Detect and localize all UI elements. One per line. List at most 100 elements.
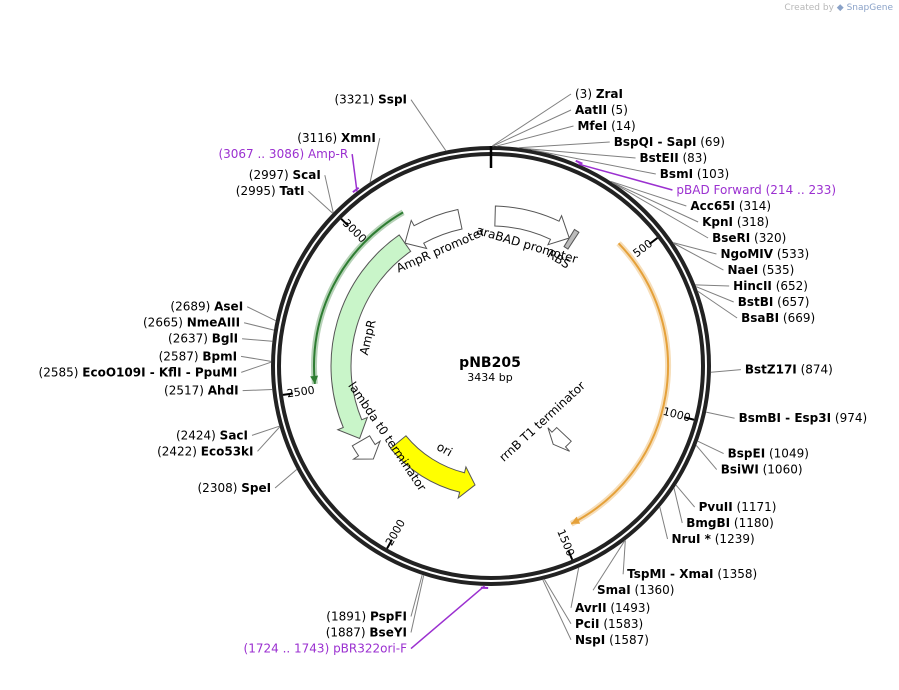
- leader-line: [695, 444, 718, 470]
- site-label[interactable]: (1887) BseYI: [326, 626, 407, 640]
- tick-500: [648, 237, 659, 245]
- feature-label: ori: [434, 439, 454, 459]
- label-part: (2585): [39, 365, 83, 379]
- leader-line: [622, 540, 626, 575]
- site-label[interactable]: BstEII (83): [640, 151, 708, 165]
- site-label[interactable]: NaeI (535): [727, 263, 794, 277]
- site-label[interactable]: KpnI (318): [702, 215, 769, 229]
- site-label[interactable]: MfeI (14): [577, 119, 635, 133]
- tick-label-500: 500: [631, 237, 656, 260]
- snapgene-credit: Created by ◆ SnapGene: [784, 3, 893, 13]
- site-label[interactable]: (2308) SpeI: [198, 481, 272, 495]
- site-label[interactable]: NruI * (1239): [672, 532, 755, 546]
- label-part: NruI *: [672, 532, 712, 546]
- site-label[interactable]: (2424) SacI: [176, 428, 248, 442]
- site-label[interactable]: (2517) AhdI: [164, 384, 239, 398]
- leader-line: [240, 355, 272, 362]
- site-label[interactable]: PvuII (1171): [699, 500, 777, 514]
- leader-line: [610, 180, 687, 207]
- label-part: MfeI: [577, 119, 607, 133]
- leader-line: [524, 148, 636, 159]
- site-label[interactable]: (2689) AseI: [170, 300, 243, 314]
- site-label[interactable]: BsmBI - Esp3I (974): [739, 411, 868, 425]
- feature-label: rrnB T1 terminator: [496, 378, 588, 464]
- label-part: BspEI: [728, 447, 766, 461]
- leader-line: [242, 338, 273, 342]
- label-part: (3321): [334, 93, 378, 107]
- site-label[interactable]: BstZ17I (874): [745, 363, 833, 377]
- site-label[interactable]: (2995) TatI: [236, 184, 305, 198]
- leader-line: [542, 579, 572, 641]
- leader-line: [672, 242, 717, 255]
- leader-line: [369, 137, 381, 183]
- site-label[interactable]: BstBI (657): [738, 295, 810, 309]
- site-label[interactable]: (2637) BglI: [168, 332, 238, 346]
- label-part: BsaBI: [741, 311, 779, 325]
- feature-highlights: [310, 209, 671, 527]
- site-labels: (3) ZraI AatII (5) MfeI (14) BspQI - SapI (…: [39, 87, 868, 656]
- site-label[interactable]: (2422) Eco53kI: [157, 444, 253, 458]
- site-label[interactable]: (2585) EcoO109I - KflI - PpuMI: [39, 365, 238, 379]
- site-label[interactable]: Acc65I (314): [690, 199, 771, 213]
- leader-line: [242, 389, 273, 392]
- site-label[interactable]: AvrII (1493): [575, 601, 650, 615]
- label-part: (3067 .. 3086): [218, 147, 308, 161]
- primer-label[interactable]: (3067 .. 3086) Amp-R: [218, 147, 348, 161]
- leader-line: [710, 369, 741, 373]
- leader-line: [592, 540, 626, 591]
- site-label[interactable]: BsiWI (1060): [721, 463, 803, 477]
- tick-label-2000: 2000: [383, 517, 408, 548]
- primer-label[interactable]: (1724 .. 1743) pBR322ori-F: [244, 642, 408, 656]
- site-label[interactable]: AatII (5): [575, 103, 628, 117]
- label-part: BseRI: [712, 231, 750, 245]
- leader-line: [659, 506, 669, 540]
- label-part: KpnI: [702, 215, 733, 229]
- tick-1000: [684, 416, 695, 421]
- site-label[interactable]: BspQI - SapI (69): [614, 135, 725, 149]
- tick-label-2500: 2500: [286, 384, 316, 401]
- credit-brand: SnapGene: [846, 3, 893, 13]
- site-label[interactable]: SmaI (1360): [597, 583, 674, 597]
- primer-mark: [352, 186, 360, 193]
- leader-line: [578, 163, 673, 191]
- site-label[interactable]: NgoMIV (533): [720, 247, 809, 261]
- label-part: NgoMIV: [720, 247, 773, 261]
- leader-line: [673, 242, 724, 271]
- tick-2500: [282, 392, 294, 396]
- feature-ori: ori: [389, 435, 476, 500]
- primer-label[interactable]: pBAD Forward (214 .. 233): [676, 183, 836, 197]
- site-label[interactable]: PciI (1583): [575, 617, 643, 631]
- site-leader-lines: [240, 93, 741, 650]
- leader-line: [675, 484, 696, 508]
- site-label[interactable]: (1891) PspFI: [326, 610, 407, 624]
- site-label[interactable]: TspMI - XmaI (1358): [627, 567, 757, 581]
- leader-line: [324, 175, 334, 213]
- label-part: (2689): [170, 300, 214, 314]
- site-label[interactable]: BmgBI (1180): [686, 516, 774, 530]
- site-label[interactable]: (2587) BpmI: [159, 349, 237, 363]
- site-label[interactable]: (2997) ScaI: [249, 168, 321, 182]
- label-part: BsmBI - Esp3I: [739, 411, 831, 425]
- leader-line: [673, 487, 683, 524]
- site-label[interactable]: BsaBI (669): [741, 311, 815, 325]
- site-label[interactable]: (2665) NmeAIII: [143, 316, 240, 330]
- site-label[interactable]: (3) ZraI: [575, 87, 623, 101]
- leader-line: [274, 469, 298, 489]
- snapgene-logo-icon: ◆: [836, 3, 844, 13]
- site-label[interactable]: BsmI (103): [660, 167, 729, 181]
- tick-2000: [386, 539, 393, 549]
- label-part: BstBI: [738, 295, 774, 309]
- label-part: (3116): [297, 131, 341, 145]
- amp-highlight: [313, 211, 404, 385]
- leader-line: [612, 182, 709, 239]
- site-label[interactable]: NspI (1587): [575, 633, 649, 647]
- site-label[interactable]: (3116) XmnI: [297, 131, 375, 145]
- leader-line: [410, 585, 486, 650]
- label-part: AvrII: [575, 601, 607, 615]
- label-part: (2997): [249, 168, 293, 182]
- site-label[interactable]: HincII (652): [733, 279, 808, 293]
- site-label[interactable]: BspEI (1049): [728, 447, 809, 461]
- site-label[interactable]: BseRI (320): [712, 231, 786, 245]
- site-label[interactable]: (3321) SspI: [334, 93, 407, 107]
- feature-ampr-promoter: AmpR promoter: [394, 208, 487, 275]
